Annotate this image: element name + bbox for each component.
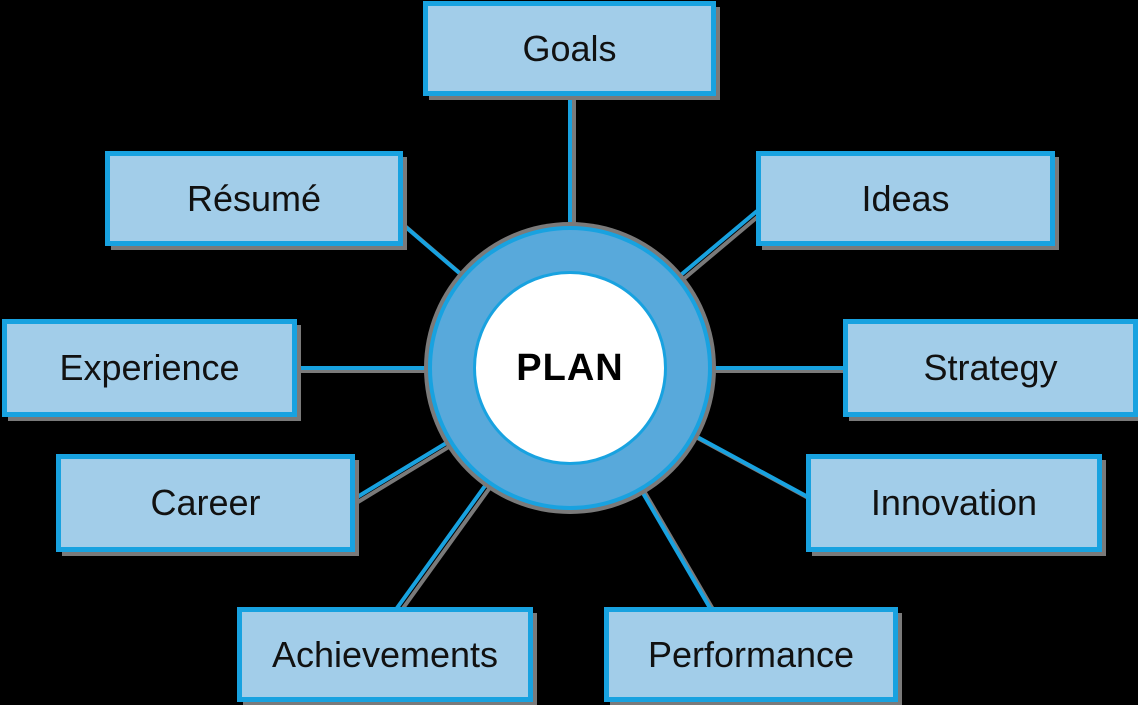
hub-center-label: PLAN [516, 346, 624, 389]
node-performance-label: Performance [647, 633, 855, 675]
node-experience-label: Experience [59, 347, 240, 388]
node-achievements: Achievements [237, 607, 533, 702]
node-career-label: Career [150, 482, 261, 523]
node-strategy: Strategy [843, 319, 1138, 417]
node-resume-label: Résumé [186, 177, 322, 219]
node-goals: Goals [423, 1, 716, 96]
hub-center-circle: PLAN [473, 271, 667, 465]
node-resume: Résumé [105, 151, 403, 246]
node-ideas-label: Ideas [861, 177, 950, 219]
node-innovation-label: Innovation [870, 482, 1038, 523]
node-performance: Performance [604, 607, 898, 702]
node-strategy-label: Strategy [923, 347, 1058, 388]
node-goals-label: Goals [522, 27, 617, 69]
node-career: Career [56, 454, 355, 552]
node-ideas: Ideas [756, 151, 1055, 246]
hub-ring: PLAN [428, 226, 712, 510]
node-experience: Experience [2, 319, 297, 417]
node-achievements-label: Achievements [271, 633, 499, 675]
node-innovation: Innovation [806, 454, 1102, 552]
